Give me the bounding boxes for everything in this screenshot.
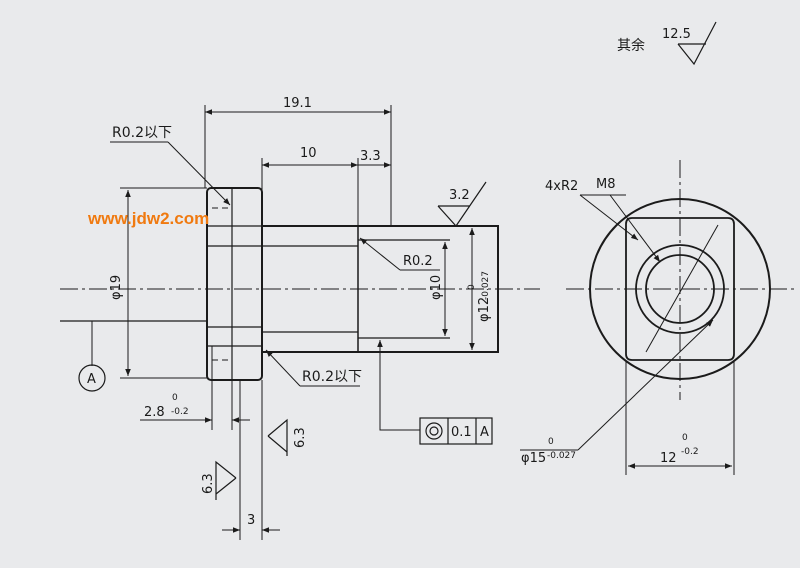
outer-circle <box>589 198 771 380</box>
tolerance-datum-text: A <box>480 425 489 440</box>
tolerance-value-text: 0.1 <box>451 425 472 440</box>
side-view <box>566 160 795 400</box>
outer-dia-lower: -0.027 <box>547 451 576 461</box>
dim-flange-dia: φ19 <box>109 187 207 379</box>
datum-a-text: A <box>87 372 96 387</box>
flange-dia-text: φ19 <box>109 275 124 300</box>
dim-step: 2.8 0 -0.2 <box>140 346 250 430</box>
outer-dia-text: φ15 <box>521 451 546 466</box>
shaft-dia-lower: -0.027 <box>481 271 491 300</box>
step-dim-lower: -0.2 <box>171 407 189 417</box>
thread-text: M8 <box>596 177 616 192</box>
step-dim-upper: 0 <box>172 393 178 403</box>
roughness-other-note: 其余 12.5 <box>617 21 717 66</box>
overall-length-text: 19.1 <box>283 96 312 111</box>
watermark-text: www.jdw2.com <box>87 209 209 228</box>
hole-outer-circle <box>635 244 725 334</box>
corner-thread-callouts: 4xR2 M8 <box>545 177 661 263</box>
dim-flange-thickness: 3 <box>222 380 280 540</box>
bore-dia-text: φ10 <box>429 275 444 300</box>
roughness-face-left: 6.3 <box>201 460 237 500</box>
roughness-3-2-text: 3.2 <box>449 188 470 203</box>
concentricity-icon <box>425 422 443 440</box>
step-dim-text: 2.8 <box>144 405 165 420</box>
front-view <box>60 187 540 381</box>
datum-a: A <box>78 321 106 392</box>
tolerance-frame: 0.1 A <box>377 340 493 445</box>
roughness-face-right: 6.3 <box>267 418 308 456</box>
width-text: 12 <box>660 451 677 466</box>
hole-inner-circle <box>645 254 715 324</box>
dim-outer-dia: φ15 0 -0.027 <box>520 319 714 466</box>
fillet-callout-bottom: R0.2以下 <box>265 349 362 387</box>
roughness-left-text: 6.3 <box>201 473 216 494</box>
shaft-dia-upper: 0 <box>467 284 477 290</box>
roughness-other-label: 其余 <box>617 37 645 54</box>
roughness-flange-symbol: 3.2 <box>437 181 487 227</box>
square-profile <box>625 217 735 361</box>
shaft-length-text: 10 <box>300 146 317 161</box>
flange-thickness-text: 3 <box>247 513 255 528</box>
width-lower: -0.2 <box>681 447 699 457</box>
chamfer-length-text: 3.3 <box>360 149 381 164</box>
outer-dia-upper: 0 <box>548 437 554 447</box>
fillet-bottom-text: R0.2以下 <box>302 369 362 385</box>
roughness-other-value: 12.5 <box>662 27 691 42</box>
dim-bore-dia: φ10 <box>429 242 448 336</box>
bore-fillet-callout: R0.2 <box>359 237 440 271</box>
bore-fillet-text: R0.2 <box>403 254 433 269</box>
fillet-top-text: R0.2以下 <box>112 125 172 141</box>
corner-radius-text: 4xR2 <box>545 179 578 194</box>
shaft-dia-text: φ12 <box>477 297 492 322</box>
fillet-callout-top: R0.2以下 <box>110 125 231 206</box>
roughness-right-text: 6.3 <box>293 427 308 448</box>
flange-outline <box>206 187 263 381</box>
dim-shaft-length: 10 3.3 <box>261 146 391 226</box>
dim-shaft-dia: φ12 0 -0.027 <box>467 228 492 350</box>
dim-width: 12 0 -0.2 <box>625 360 735 475</box>
width-upper: 0 <box>682 433 688 443</box>
